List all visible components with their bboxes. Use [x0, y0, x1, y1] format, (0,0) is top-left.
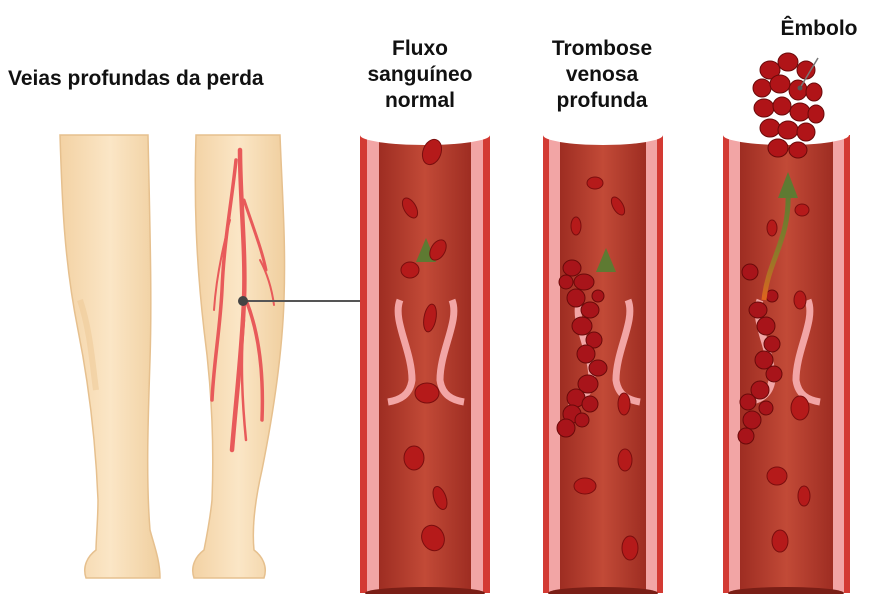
vessel-normal	[360, 125, 490, 594]
vessel-embolus	[723, 53, 850, 594]
vessel-dvt	[543, 125, 663, 594]
left-leg	[60, 135, 160, 578]
